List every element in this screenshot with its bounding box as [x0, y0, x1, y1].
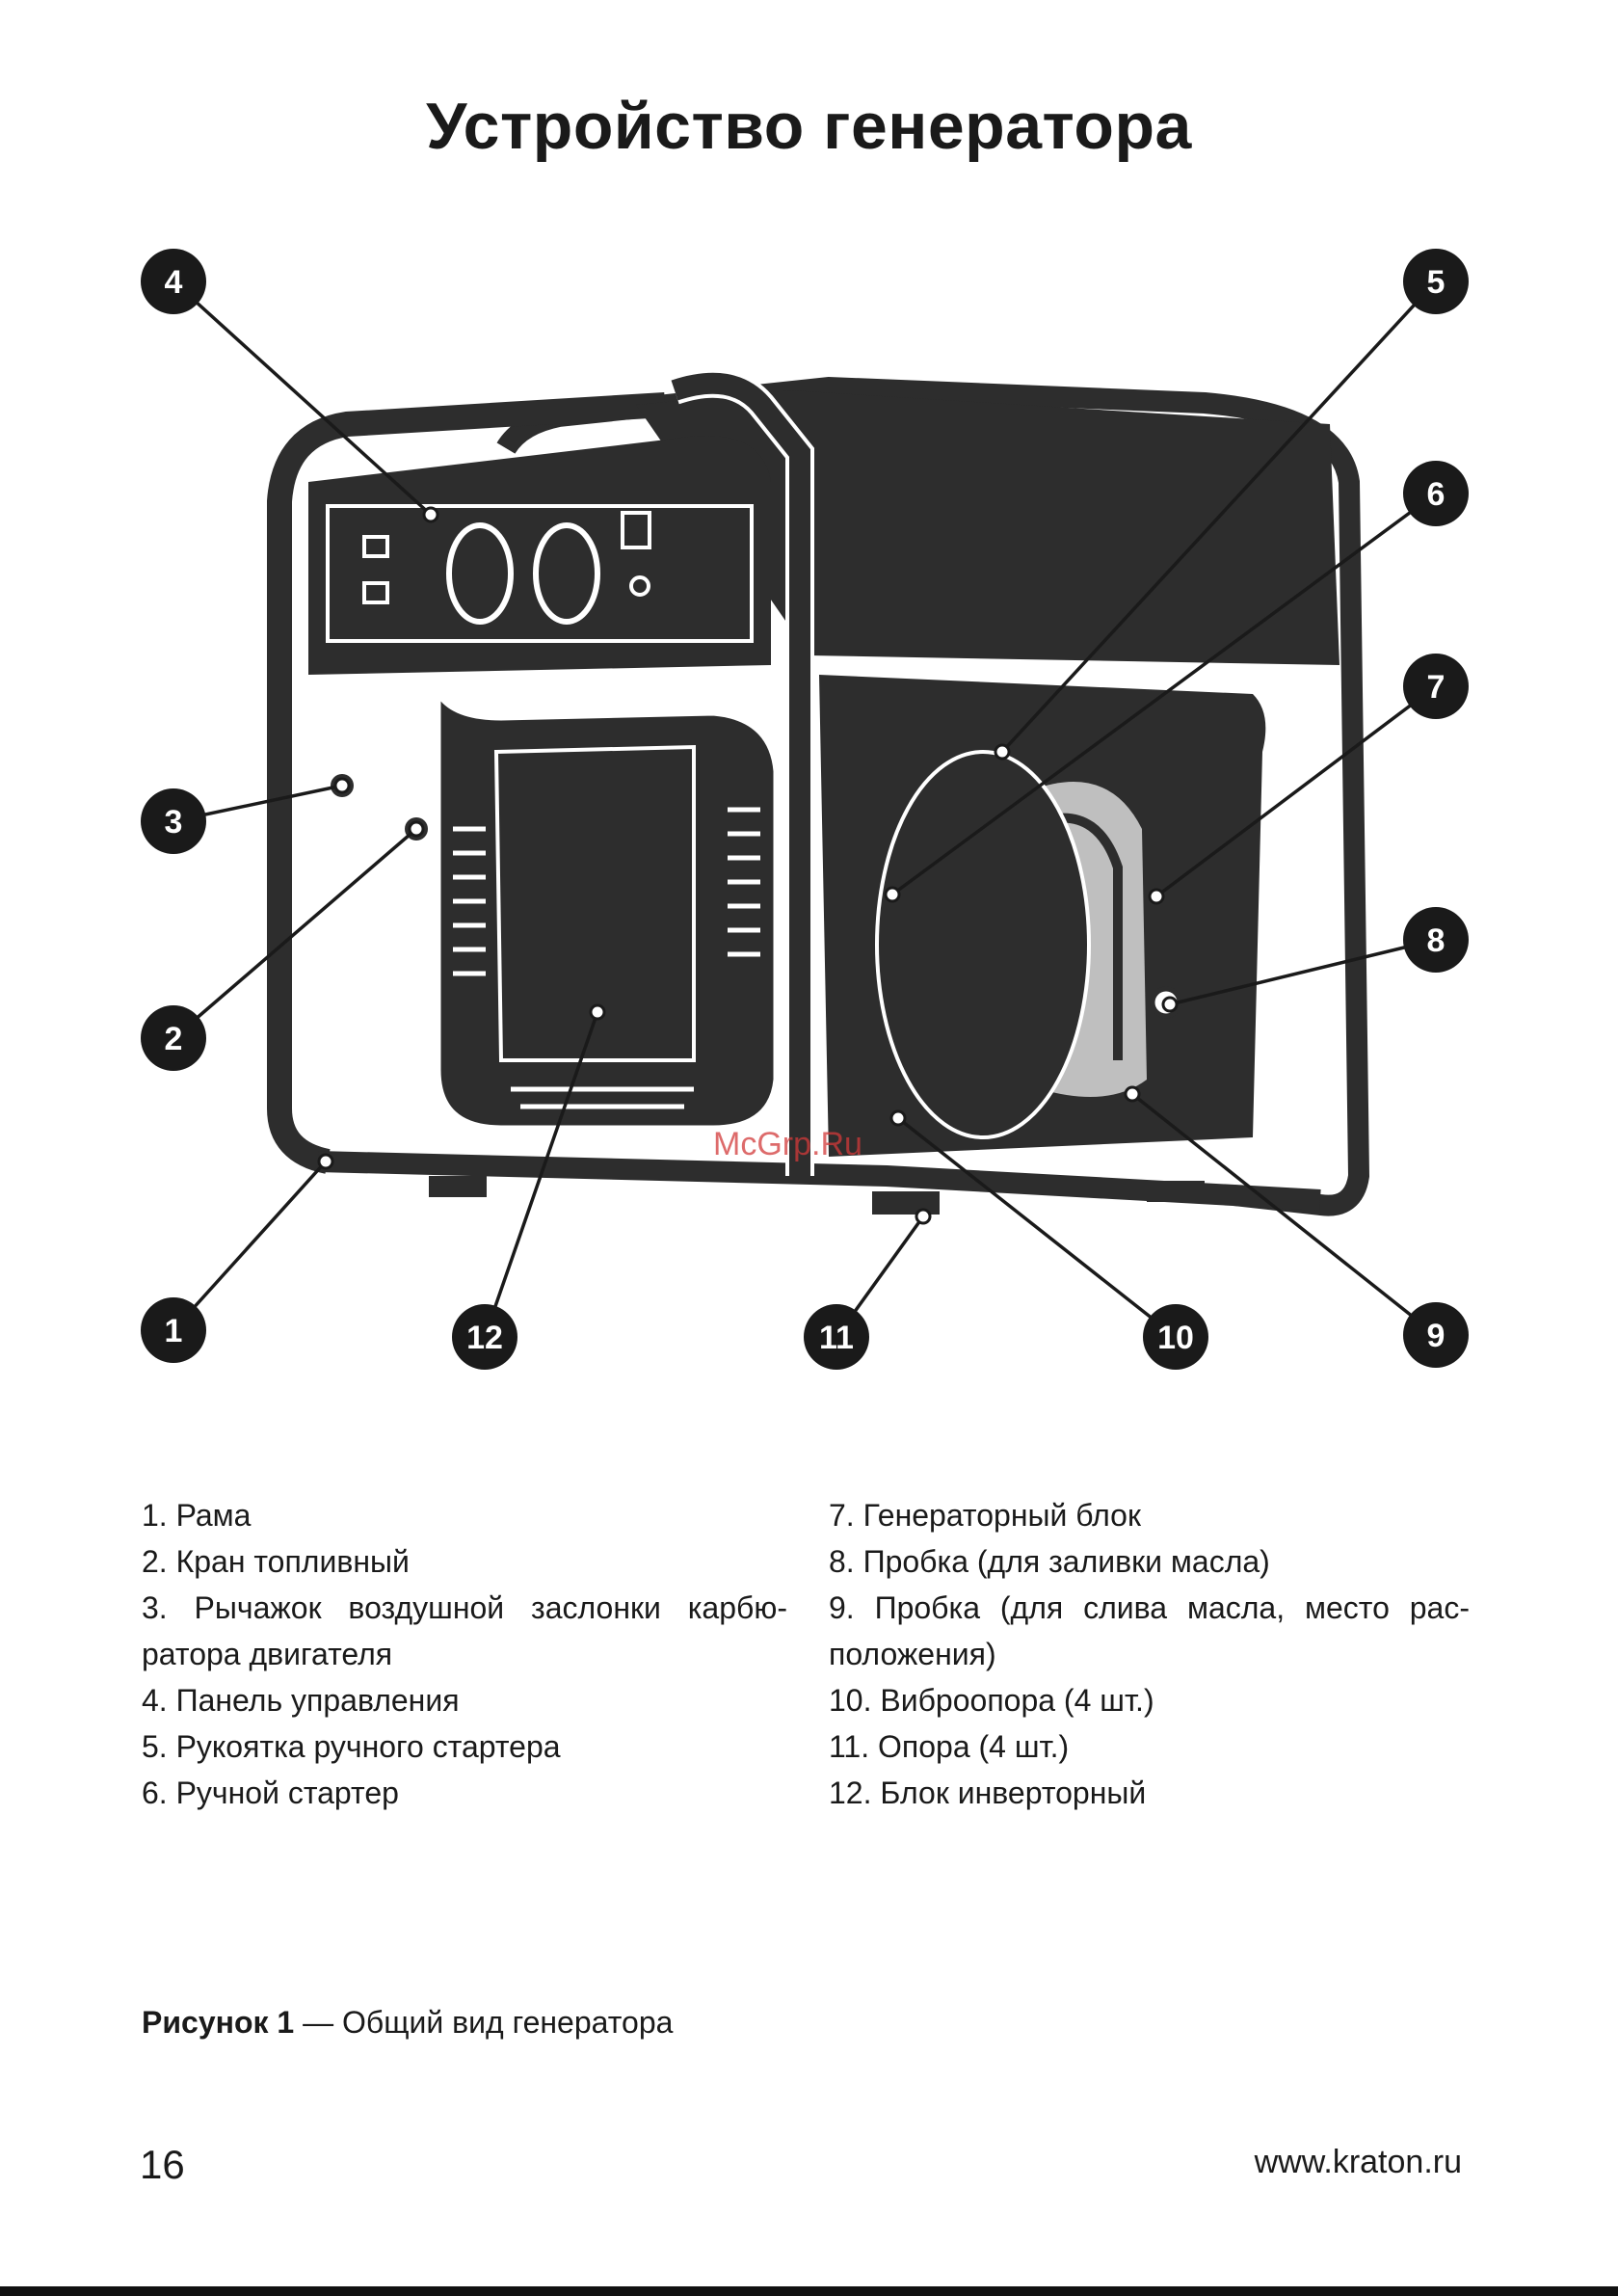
svg-text:1: 1	[165, 1313, 183, 1349]
foot-middle	[872, 1191, 940, 1215]
figure-caption: Рисунок 1 — Общий вид генератора	[142, 2005, 673, 2041]
svg-text:7: 7	[1427, 669, 1446, 706]
caption-text: — Общий вид генератора	[294, 2005, 674, 2040]
legend-item: 1. Рама	[142, 1498, 252, 1533]
callout-11: 11	[804, 1304, 869, 1370]
usb-socket	[621, 511, 651, 549]
callout-7: 7	[1403, 654, 1469, 719]
svg-text:3: 3	[165, 804, 183, 841]
legend-item: 6. Ручной стартер	[142, 1775, 399, 1810]
svg-text:4: 4	[165, 264, 183, 301]
control-panel-plate	[326, 504, 754, 643]
legend-item: 11. Опора (4 шт.)	[829, 1729, 1070, 1764]
legend-right: 7. Генераторный блок 8. Пробка (для зали…	[829, 1492, 1470, 1816]
callout-10: 10	[1143, 1304, 1208, 1370]
switch-2	[362, 581, 389, 604]
panel-knob	[629, 575, 650, 597]
legend-item: 2. Кран топливный	[142, 1544, 410, 1579]
callout-1: 1	[141, 1297, 206, 1363]
inverter-block-shape	[436, 684, 779, 1131]
legend-left: 1. Рама 2. Кран топливный 3. Рычажок воз…	[142, 1492, 787, 1816]
legend-item: 5. Рукоятка ручного стартера	[142, 1729, 561, 1764]
inverter-vents	[453, 807, 760, 1109]
legend-item: 3. Рычажок воздушной заслонки карбю- рат…	[142, 1590, 787, 1671]
svg-text:12: 12	[466, 1320, 503, 1356]
generator-illustration: 1 2 3 4 5 6 7 8 9 10 11 12	[141, 249, 1469, 1370]
foot-right	[1147, 1181, 1205, 1202]
page-number: 16	[140, 2142, 185, 2187]
bottom-border	[0, 2286, 1618, 2296]
svg-text:10: 10	[1157, 1320, 1194, 1356]
svg-text:6: 6	[1427, 476, 1446, 513]
svg-text:9: 9	[1427, 1318, 1446, 1354]
legend-item: 9. Пробка (для слива масла, место рас- п…	[829, 1590, 1470, 1671]
svg-text:11: 11	[819, 1320, 854, 1356]
callout-8: 8	[1403, 907, 1469, 973]
callout-9: 9	[1403, 1302, 1469, 1368]
switch-1	[362, 535, 389, 558]
legend-item: 7. Генераторный блок	[829, 1498, 1141, 1533]
caption-label: Рисунок 1	[142, 2005, 295, 2040]
legend-item: 12. Блок инверторный	[829, 1775, 1147, 1810]
foot-left	[429, 1176, 487, 1197]
watermark: McGrp.Ru	[713, 1126, 862, 1162]
callout-12: 12	[452, 1304, 517, 1370]
page-title: Устройство генератора	[426, 90, 1192, 163]
svg-text:8: 8	[1427, 922, 1446, 959]
socket-2	[533, 522, 600, 625]
leader-lines	[172, 280, 1438, 1339]
socket-1	[446, 522, 514, 625]
svg-text:2: 2	[165, 1021, 183, 1057]
legend-item: 10. Виброопора (4 шт.)	[829, 1683, 1154, 1718]
callout-4: 4	[141, 249, 206, 314]
site-url[interactable]: www.kraton.ru	[1254, 2144, 1462, 2180]
callout-3: 3	[141, 788, 206, 854]
legend-item: 8. Пробка (для заливки масла)	[829, 1544, 1270, 1579]
callout-6: 6	[1403, 461, 1469, 526]
legend-item: 4. Панель управления	[142, 1683, 460, 1718]
svg-text:5: 5	[1427, 264, 1446, 301]
callout-5: 5	[1403, 249, 1469, 314]
starter-cover	[875, 750, 1091, 1139]
frame-left	[267, 392, 666, 1174]
leader-endpoints	[317, 506, 1179, 1225]
callout-2: 2	[141, 1005, 206, 1071]
